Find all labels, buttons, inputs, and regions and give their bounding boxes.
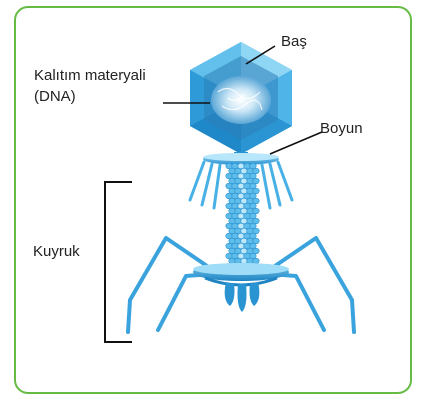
sheath-ring [253, 258, 259, 264]
head-label: Baş [281, 33, 307, 51]
neck-label: Boyun [320, 120, 363, 138]
tail-label: Kuyruk [33, 243, 80, 261]
sheath-ring [241, 258, 247, 264]
neck-leader-line [270, 132, 322, 154]
sheath-ring [229, 258, 235, 264]
sheath-ring [235, 258, 241, 264]
genetic-material-sublabel: (DNA) [34, 88, 76, 106]
tail-sheath [226, 163, 259, 264]
genetic-material-label: Kalıtım materyali [34, 67, 146, 85]
sheath-ring [247, 258, 253, 264]
dna-core [211, 76, 271, 124]
capsid-head [190, 42, 292, 154]
tail-pins [225, 282, 260, 312]
base-plate [193, 263, 289, 285]
